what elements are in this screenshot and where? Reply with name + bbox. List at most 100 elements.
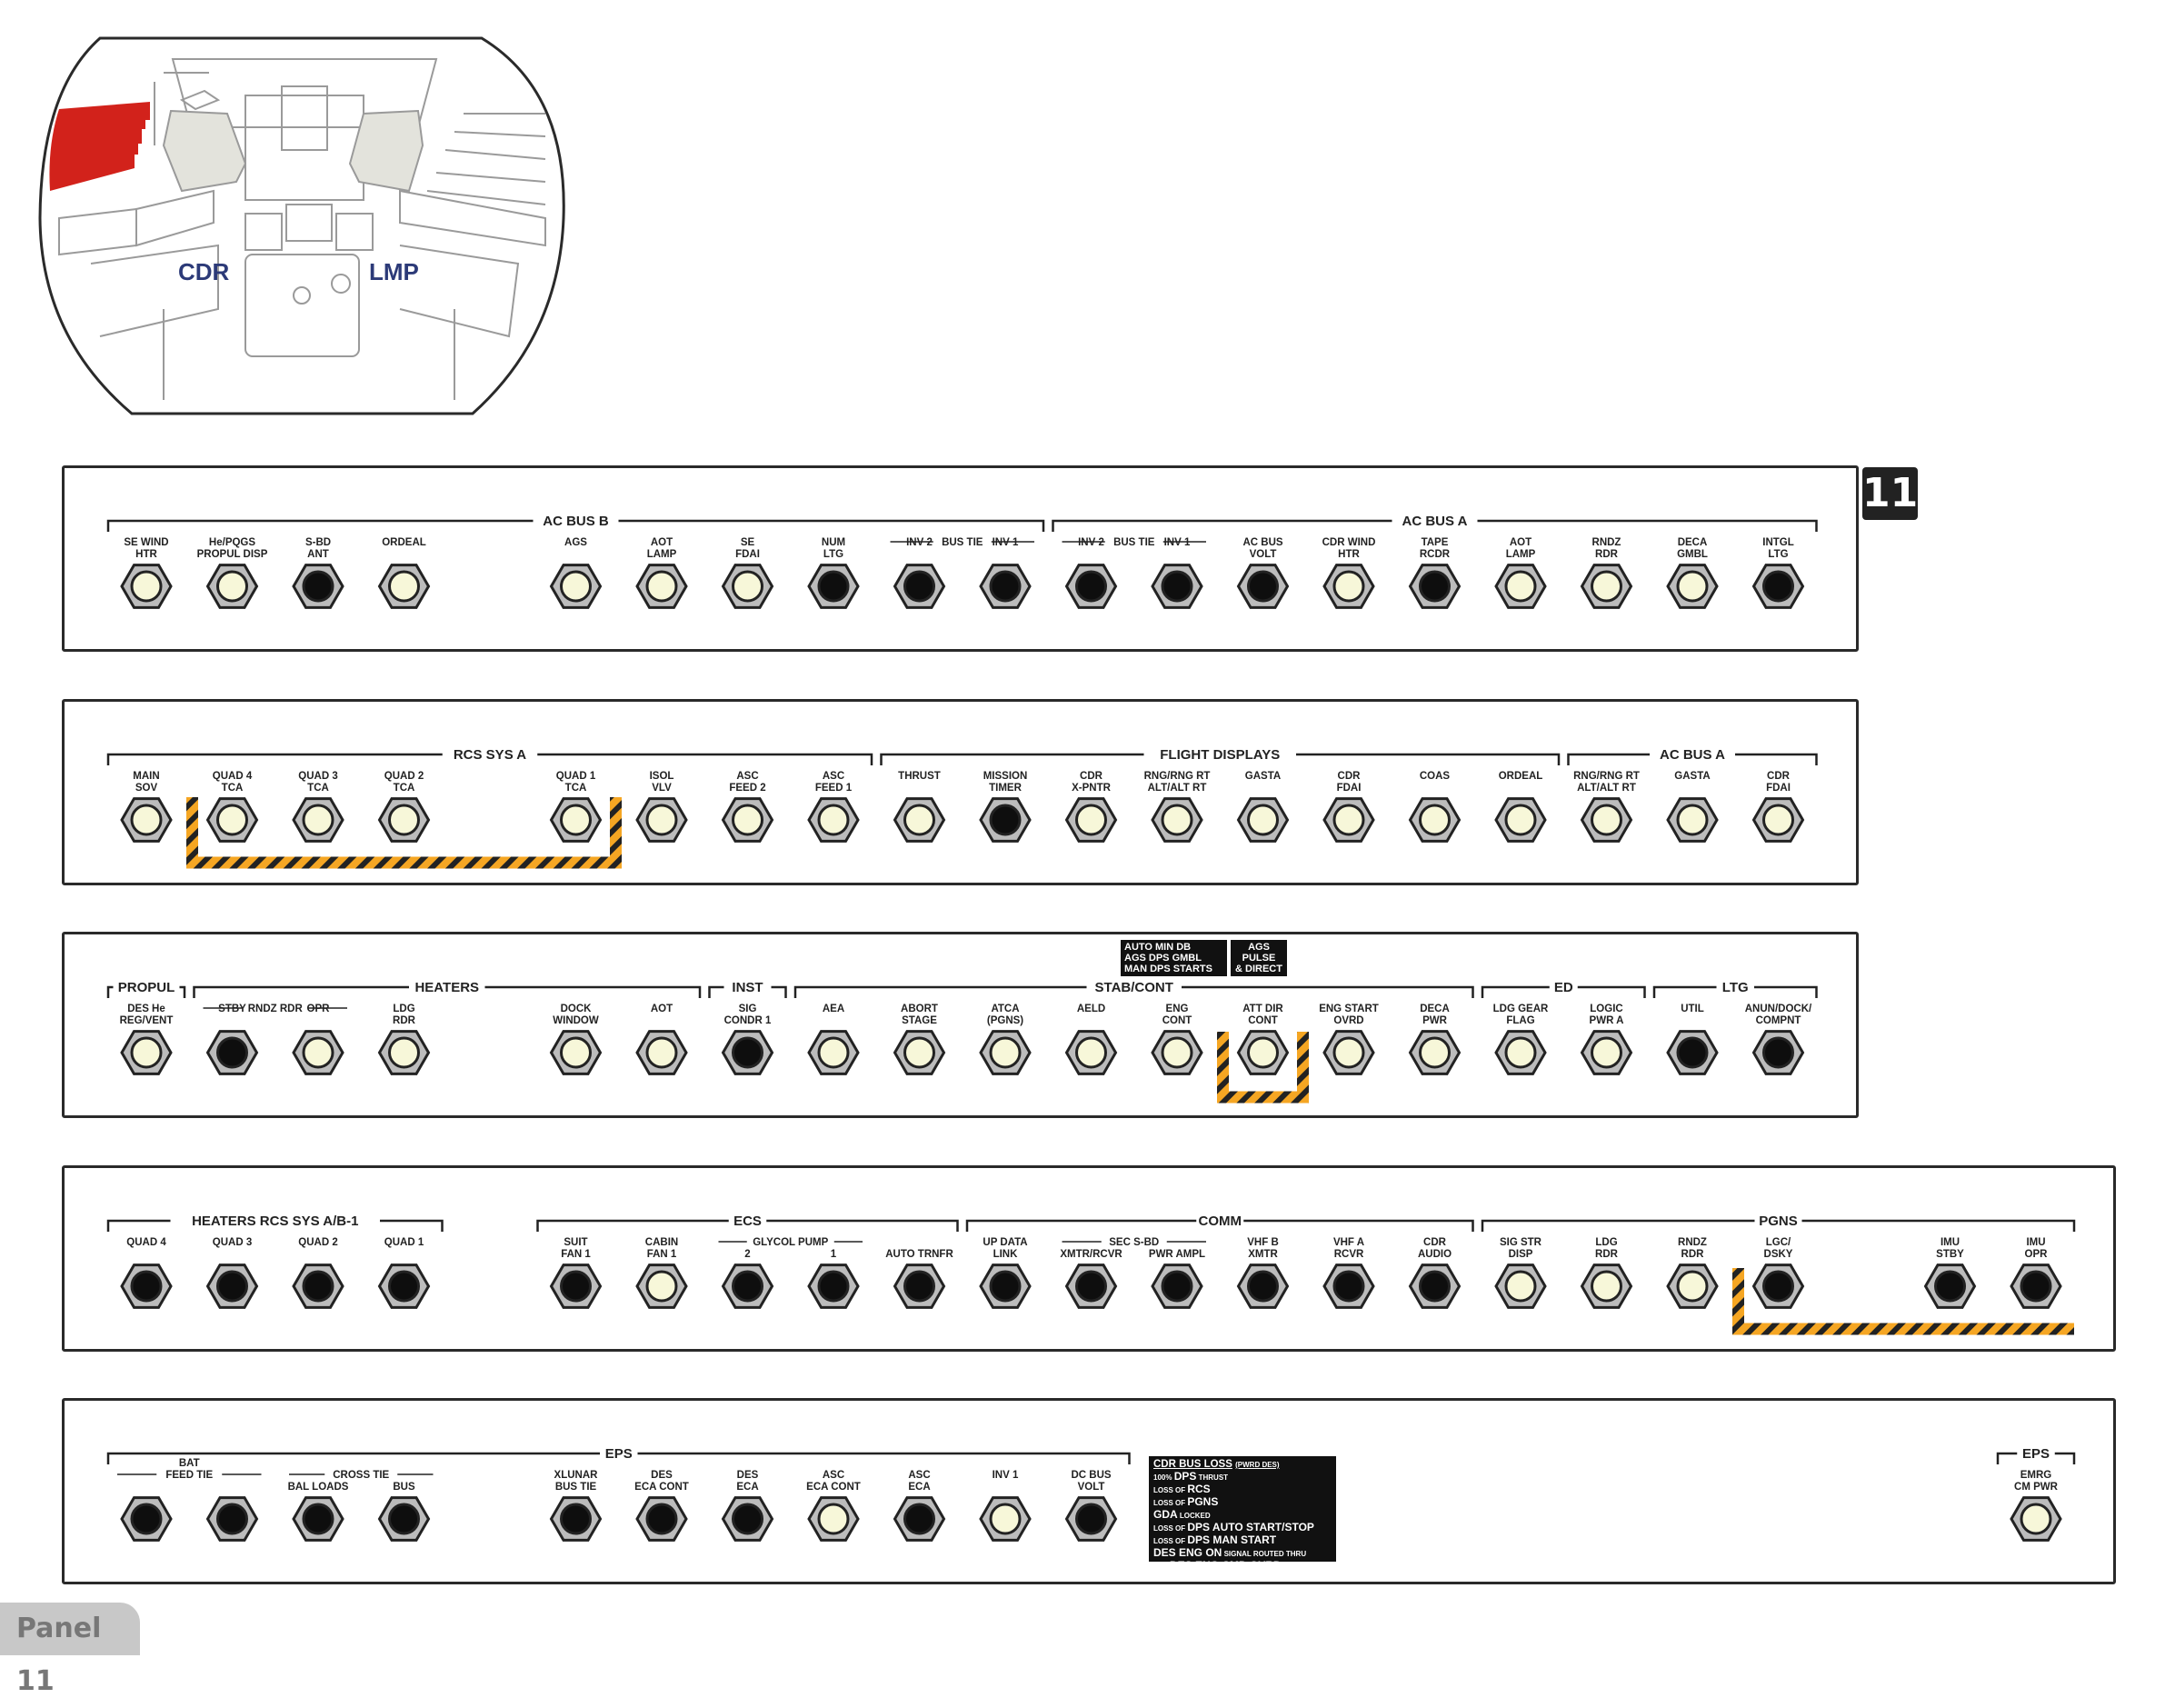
circuit-breaker[interactable]: ANUN/DOCK/COMPNT [1745, 1004, 1812, 1075]
circuit-breaker[interactable]: INV 1 [1151, 537, 1203, 609]
circuit-breaker[interactable]: AOT [635, 1004, 688, 1075]
circuit-breaker[interactable]: LGC/DSKY [1751, 1237, 1805, 1309]
breaker-cap [1332, 570, 1365, 603]
circuit-breaker[interactable] [120, 1496, 173, 1542]
circuit-breaker[interactable]: PWR AMPL [1149, 1249, 1205, 1309]
circuit-breaker[interactable]: INV 2 [1064, 537, 1118, 609]
circuit-breaker[interactable]: AGS [549, 537, 603, 609]
circuit-breaker[interactable]: BUS [377, 1482, 431, 1542]
circuit-breaker[interactable]: QUAD 3 [205, 1237, 259, 1309]
circuit-breaker[interactable]: STBY [205, 1004, 259, 1075]
breaker-cap [1075, 1503, 1107, 1535]
breaker-label: DES He [127, 1004, 165, 1014]
breaker-cap [1504, 1036, 1537, 1069]
circuit-breaker[interactable]: COAS [1408, 771, 1462, 843]
circuit-breaker[interactable]: ORDEAL [1494, 771, 1547, 843]
circuit-breaker[interactable]: ORDEAL [377, 537, 431, 609]
circuit-breaker[interactable]: QUAD 1 [377, 1237, 431, 1309]
circuit-breaker[interactable]: QUAD 4 [120, 1237, 173, 1309]
circuit-breaker[interactable]: INV 2 [893, 537, 946, 609]
circuit-breaker[interactable]: 1 [807, 1249, 860, 1309]
circuit-breaker[interactable]: BAL LOADS [288, 1482, 349, 1542]
svg-text:STAB/CONT: STAB/CONT [1095, 980, 1173, 995]
circuit-breaker[interactable]: UTIL [1666, 1004, 1719, 1075]
circuit-breaker[interactable]: OPR [292, 1004, 344, 1075]
circuit-breaker[interactable]: ATCA(PGNS) [979, 1004, 1032, 1075]
circuit-breaker[interactable]: GASTA [1236, 771, 1290, 843]
svg-text:AC BUS B: AC BUS B [543, 514, 609, 529]
circuit-breaker[interactable]: INV 1 [979, 1470, 1032, 1542]
circuit-breaker[interactable]: QUAD 2 [292, 1237, 344, 1309]
circuit-breaker[interactable]: AELD [1064, 1004, 1118, 1075]
circuit-breaker[interactable]: GASTA [1666, 771, 1719, 843]
circuit-breaker[interactable]: AEA [807, 1004, 860, 1075]
circuit-breaker[interactable]: 2 [721, 1249, 774, 1309]
breaker-cap [645, 570, 678, 603]
circuit-breaker[interactable]: THRUST [893, 771, 946, 843]
circuit-breaker[interactable]: AUTO TRNFR [885, 1249, 953, 1309]
breaker-cap [302, 804, 334, 836]
circuit-breaker[interactable]: XMTR/RCVR [1060, 1249, 1122, 1309]
circuit-breaker[interactable] [205, 1496, 259, 1542]
breaker-label: LINK [993, 1249, 1019, 1260]
circuit-breaker[interactable]: INV 1 [979, 537, 1032, 609]
breaker-cap [130, 1270, 163, 1303]
